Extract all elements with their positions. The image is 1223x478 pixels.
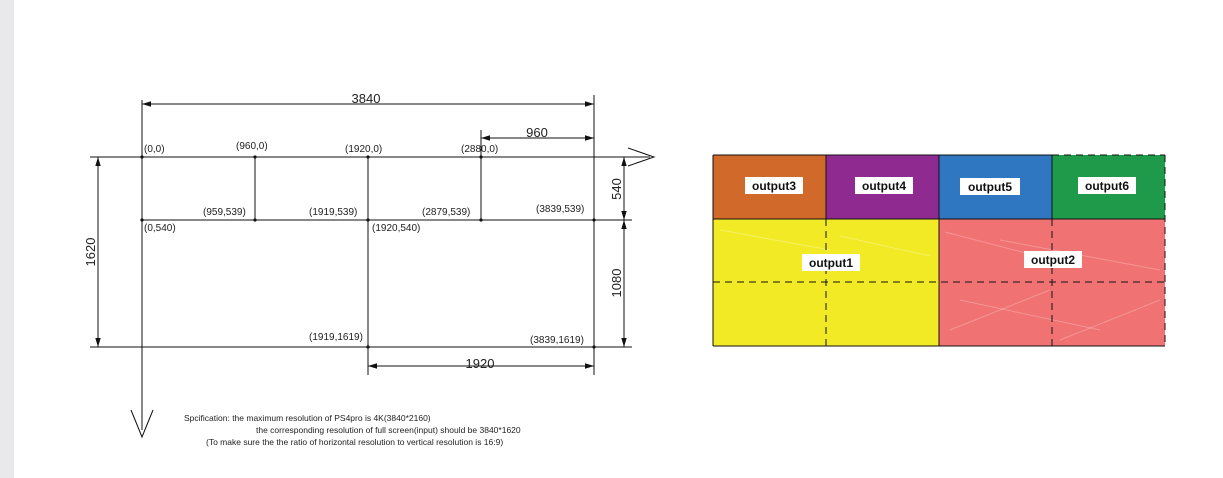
output5-label-bg [960,178,1020,195]
coord-3839-1619: (3839,1619) [530,335,584,346]
page-left-margin [0,0,14,478]
output2-label-bg [1024,251,1082,268]
coord-1920-0: (1920,0) [345,144,382,155]
dim-label-960: 960 [526,125,548,140]
output1-label: output1 [809,256,853,270]
output-layout: output3 output4 output5 output6 output1 … [712,154,1166,347]
coord-2879-539: (2879,539) [422,207,470,218]
output6-label: output6 [1085,179,1129,193]
output4-label: output4 [862,179,906,193]
output3-label-bg [745,177,803,194]
output5-label: output5 [968,180,1012,194]
dim-label-1080: 1080 [609,269,624,298]
output4-label-bg [855,177,913,194]
x-axis-arrow-icon [627,147,656,167]
dim-label-540: 540 [609,178,624,200]
coord-0-0: (0,0) [144,144,165,155]
coord-960-0: (960,0) [236,141,268,152]
output1-label-bg [802,254,860,271]
coord-1919-1619: (1919,1619) [309,332,363,343]
dim-label-3840: 3840 [352,91,381,106]
output6-label-bg [1078,177,1136,194]
output3-label: output3 [752,179,796,193]
spec-line-2: the corresponding resolution of full scr… [256,425,521,435]
spec-line-3: (To make sure the the ratio of horizonta… [206,437,503,447]
coord-1919-539: (1919,539) [309,207,357,218]
y-axis-arrow-icon [130,409,154,439]
grid-points [140,155,596,349]
dim-label-1620: 1620 [83,238,98,267]
output1-texture [719,229,931,257]
output2-label: output2 [1031,253,1075,267]
coord-2880-0: (2880,0) [461,144,498,155]
coord-3839-539: (3839,539) [536,204,584,215]
spec-line-1: Spcification: the maximum resolution of … [184,413,431,423]
coordinate-grid [90,95,656,439]
coord-1920-540: (1920,540) [372,223,420,234]
coord-959-539: (959,539) [203,207,246,218]
dim-label-1920: 1920 [466,356,495,371]
coord-0-540: (0,540) [144,223,176,234]
